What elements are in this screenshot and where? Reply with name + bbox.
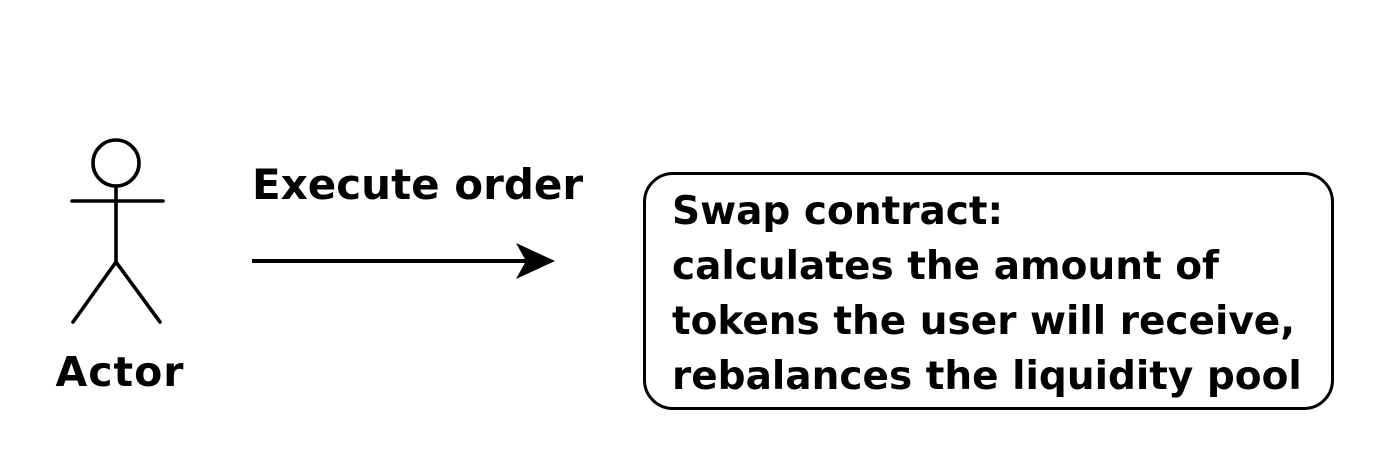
process-box: Swap contract: calculates the amount of … [643, 172, 1334, 410]
process-box-line: rebalances the liquidity pool [672, 354, 1302, 399]
right-arrow-icon [252, 243, 555, 279]
process-box-line: Swap contract: [672, 189, 1004, 234]
actor-label: Actor [55, 348, 185, 396]
process-box-line: tokens the user will receive, [672, 299, 1296, 344]
arrow-label: Execute order [252, 160, 584, 209]
stick-figure-icon [70, 138, 165, 324]
process-box-line: calculates the amount of [672, 244, 1219, 289]
